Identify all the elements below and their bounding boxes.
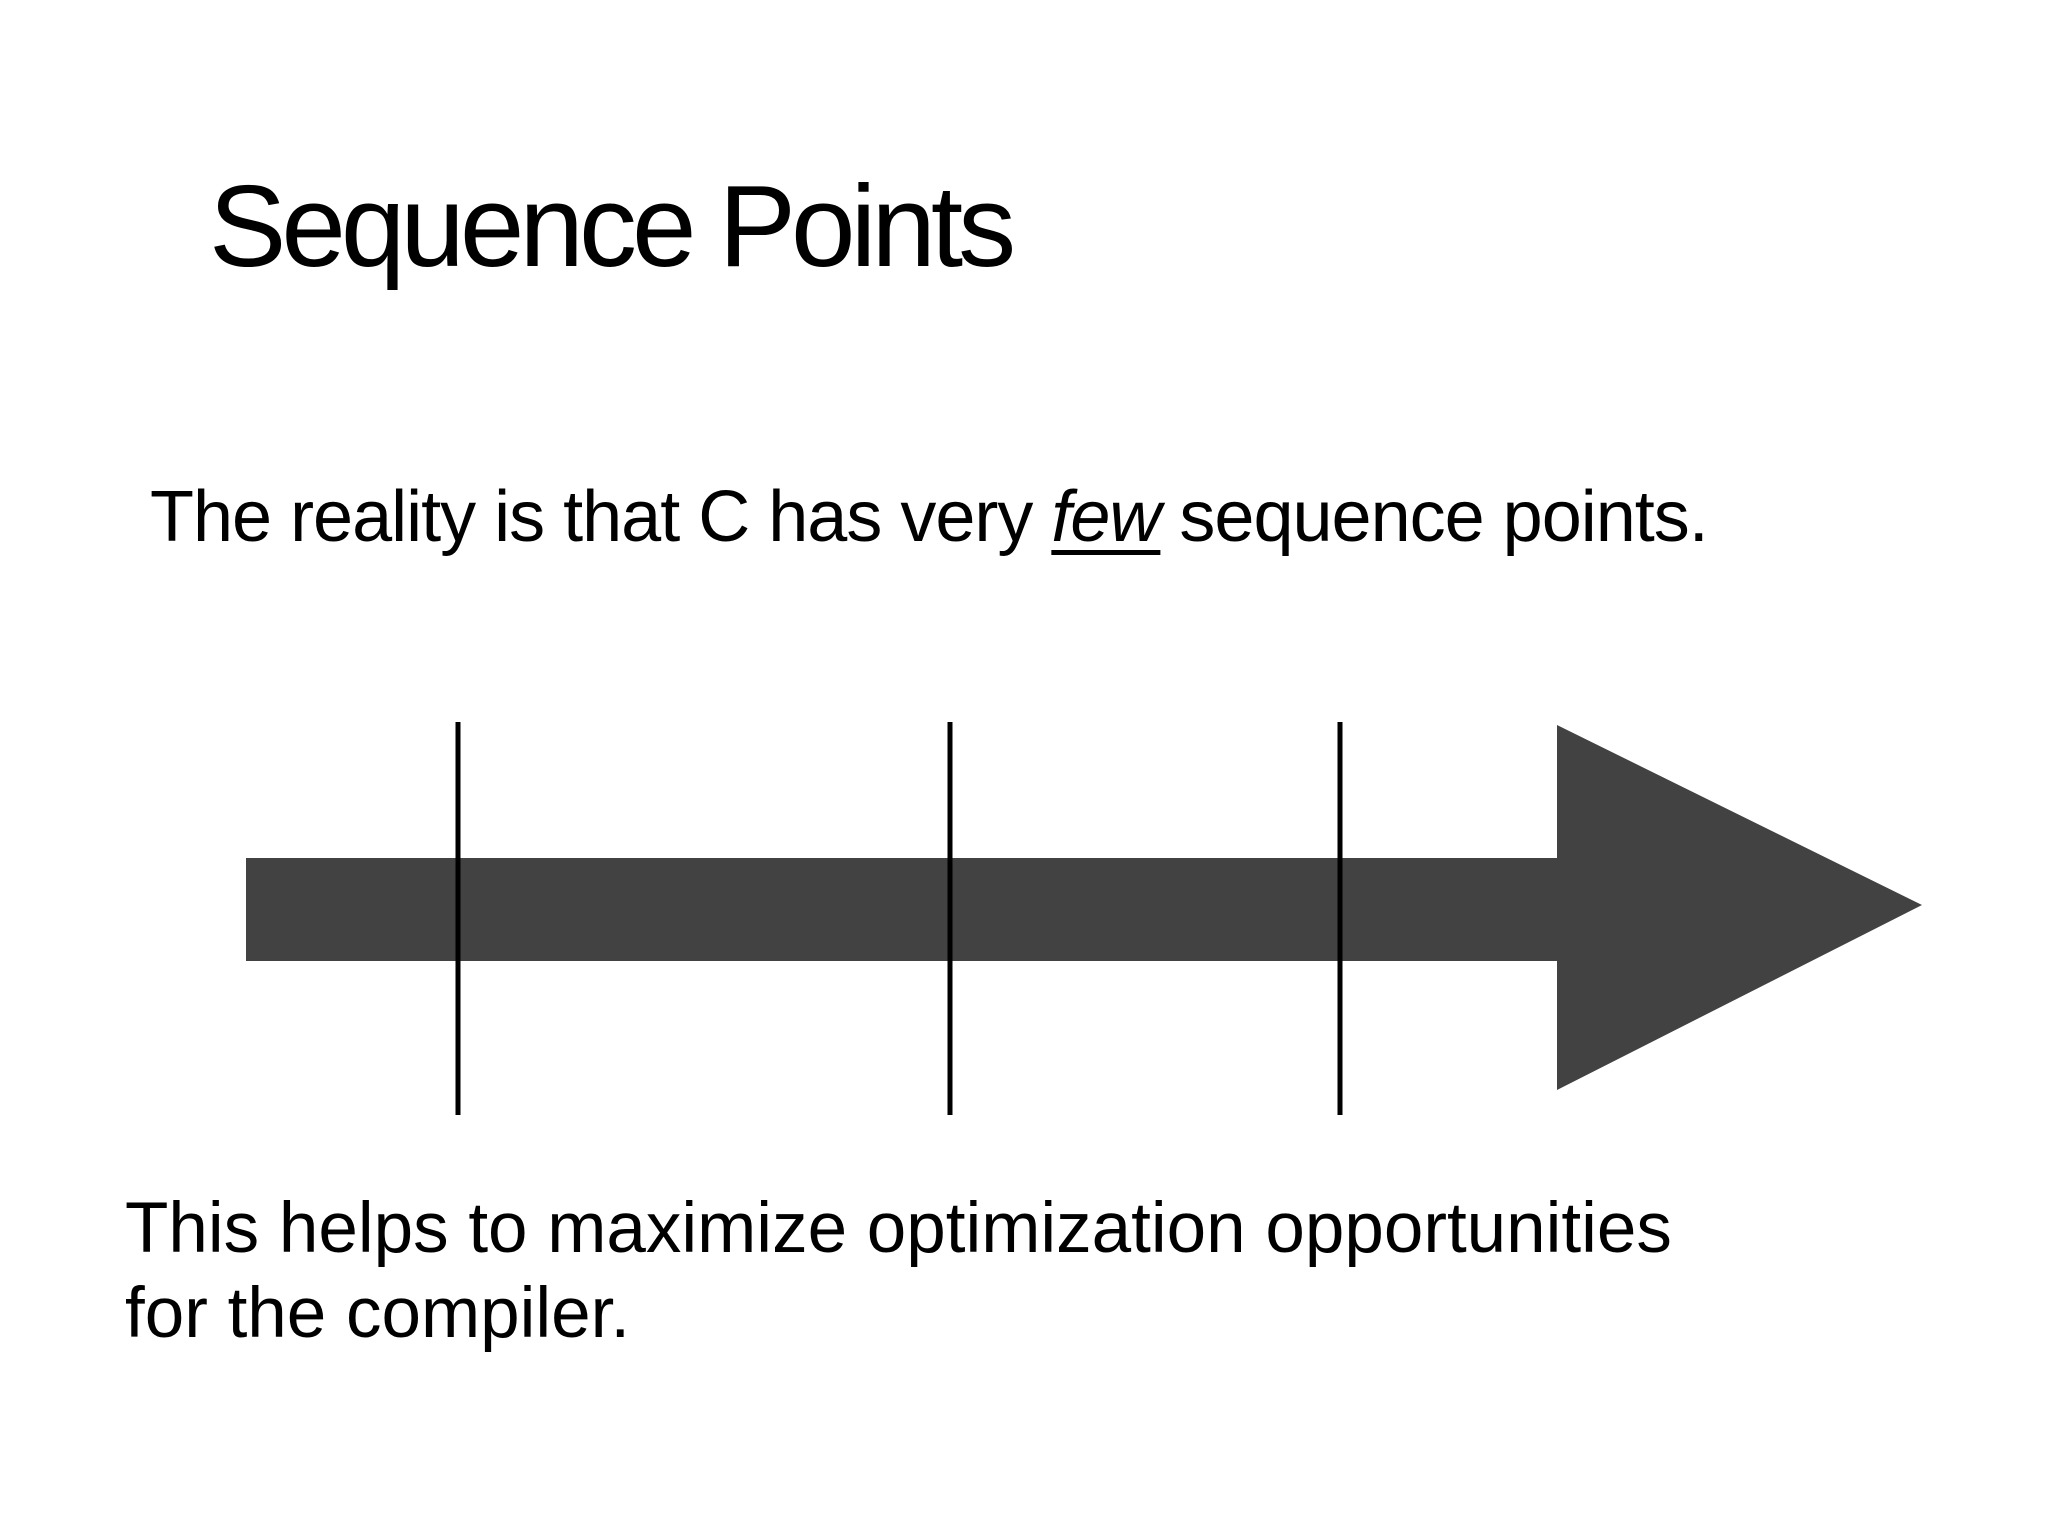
- footer-line-2: for the compiler.: [125, 1274, 631, 1353]
- arrow-shape: [246, 725, 1922, 1090]
- slide-title: Sequence Points: [209, 161, 1016, 291]
- intro-sentence-suffix: sequence points.: [1160, 477, 1708, 557]
- footer-text: This helps to maximize optimization oppo…: [125, 1186, 1672, 1356]
- intro-sentence-prefix: The reality is that C has very: [150, 477, 1052, 557]
- intro-sentence: The reality is that C has very few seque…: [150, 476, 1709, 559]
- intro-sentence-emphasis-few: few: [1051, 477, 1161, 557]
- footer-line-1: This helps to maximize optimization oppo…: [125, 1189, 1672, 1268]
- sequence-point-ticks: [455, 722, 1343, 1115]
